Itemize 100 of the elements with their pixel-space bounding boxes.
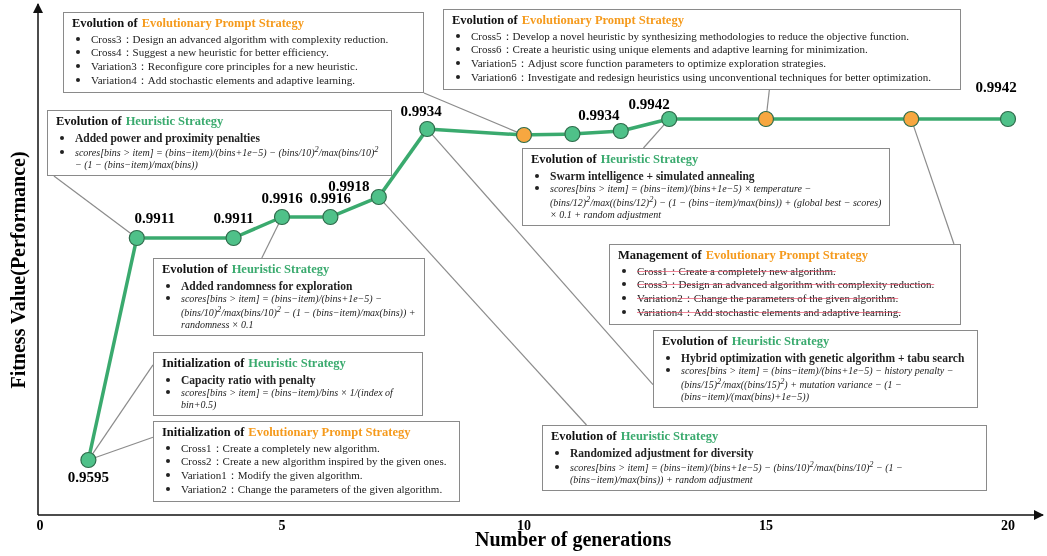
data-point	[370, 188, 387, 206]
data-point	[225, 229, 242, 247]
annotation-box	[63, 12, 424, 93]
value-label: 0.9916	[261, 190, 303, 207]
tick-label: 5	[278, 518, 286, 534]
bullet-item: Swarm intelligence + simulated annealing	[550, 168, 755, 183]
box-heading: Initialization of	[162, 356, 245, 370]
bullet-item: Cross1：Create a completely new algorithm.	[181, 441, 380, 456]
tick-label: 0	[36, 518, 44, 534]
bullet-item: Cross3：Design an advanced algorithm with complexity reduction.	[91, 32, 389, 47]
leader-line	[431, 134, 654, 386]
strategy-name: Heuristic Strategy	[248, 356, 346, 370]
annotation-box	[153, 421, 460, 502]
bullet-item: scores[bins > item] = (bins−item)/(bins+1e−5) − (bins/10)$^{2}$/max(bins/10)$^{2}$ − (1 − (bins−item)/max(bins)) + randomness × 0.1	[181, 293, 417, 332]
box-heading: Evolution of	[551, 429, 617, 443]
data-point	[903, 110, 920, 128]
line-segment	[579, 129, 614, 136]
bullet-item: Variation6：Investigate and redesign heuristics using unconventional techniques for better optimization.	[471, 70, 932, 85]
value-label: 0.9942	[628, 96, 670, 113]
annotation-box	[153, 352, 423, 416]
data-point	[273, 208, 291, 226]
data-point	[128, 229, 145, 247]
leader-line	[766, 89, 770, 113]
bullet-item: Variation1：Modify the given algorithm.	[181, 469, 363, 483]
bullet-item: Variation5：Adjust score function parameters to optimize exploration strategies.	[471, 57, 826, 71]
bullet-item: Cross2：Create a new algorithm inspired by the given ones.	[181, 455, 447, 470]
bullet-item: Cross4：Suggest a new heuristic for better efficiency.	[91, 46, 329, 61]
data-point	[515, 126, 533, 144]
line-segment	[434, 127, 517, 137]
value-label: 0.9934	[578, 107, 620, 124]
data-point	[612, 122, 629, 140]
line-segment	[773, 117, 904, 121]
value-label: 0.9911	[213, 210, 254, 227]
data-point	[999, 110, 1017, 128]
line-segment	[531, 132, 565, 137]
line-segment	[289, 215, 323, 219]
bullet-item: Randomized adjustment for diversity	[570, 445, 754, 460]
bullet-item: scores[bins > item] = (bins−item)/(bins+1e−5) − history penalty − (bins/15)$^{2}$/max((bins/15)$^{2}$) + mutation variance − (1 − (bins−item)/(max(bins)+1e−5))	[681, 365, 955, 404]
tick-label: 10	[517, 518, 531, 533]
line-segment	[676, 117, 759, 121]
value-label: 0.9934	[400, 103, 442, 120]
bullet-item: Variation2：Change the parameters of the given algorithm.	[637, 292, 899, 306]
bullet-item: Variation4：Add stochastic elements and adaptive learning.	[91, 73, 355, 88]
leader-line	[423, 92, 518, 133]
line-segment	[88, 244, 137, 454]
bullet-item: Variation4：Add stochastic elements and adaptive learning.	[637, 305, 901, 320]
annotation-box	[153, 258, 425, 337]
annotation-box	[542, 425, 987, 492]
box-heading: Evolution of	[56, 114, 122, 128]
box-heading: Evolution of	[452, 13, 518, 27]
data-point	[661, 110, 678, 128]
bullet-item: Added power and proximity penalties	[75, 130, 260, 145]
bullet-item: Capacity ratio with penalty	[181, 372, 316, 387]
tick-label: 20	[1001, 518, 1015, 534]
leader-line	[642, 124, 665, 149]
bullet-item: scores[bins > item] = (bins−item)/bins × 1/(index of bin+0.5)	[181, 387, 395, 411]
box-heading: Evolution of	[662, 334, 728, 348]
bullet-item: Cross5：Develop a novel heuristic by synthesizing methodologies to reduce the objective function.	[471, 29, 910, 44]
annotation-box	[47, 110, 392, 177]
bullet-item: Cross1：Create a completely new algorithm.	[637, 264, 836, 279]
value-label: 0.9595	[67, 469, 109, 486]
line-segment	[144, 236, 227, 240]
value-label: 0.9911	[134, 210, 175, 227]
bullet-item: Added randomness for exploration	[181, 278, 353, 293]
bullet-item: Variation3：Reconfigure core principles for a new heuristic.	[91, 60, 358, 74]
strategy-name: Heuristic Strategy	[231, 262, 330, 276]
leader-line	[261, 223, 280, 259]
annotation-box	[522, 148, 890, 227]
bullet-item: scores[bins > item] = (bins−item)/(bins+1e−5) − (bins/10)$^{2}$/max(bins/10)$^{2}$ − (1 − (bins−item)/max(bins))	[75, 145, 380, 172]
box-heading: Evolution of	[162, 262, 228, 276]
data-point	[322, 208, 339, 226]
leader-line	[383, 201, 588, 426]
line-segment	[336, 198, 373, 216]
box-heading: Evolution of	[531, 152, 597, 166]
annotation-box	[653, 330, 978, 409]
bullet-item: Hybrid optimization with genetic algorithm + tabu search	[681, 350, 965, 365]
data-point	[564, 125, 581, 143]
strategy-name: Heuristic Strategy	[731, 334, 830, 348]
bullet-item: scores[bins > item] = (bins−item)/(bins+1e−5) × temperature − (bins/12)$^{2}$/max((bins/12)$^{2}$) − (1 − (bins−item)/max(bins)) + (global best − scores) × 0.1 + random adjustment	[550, 183, 882, 222]
leader-line	[92, 364, 154, 455]
bullet-item: Cross6：Create a heuristic using unique elements and adaptive learning for minimization.	[471, 43, 868, 58]
strategy-name: Evolutionary Prompt Strategy	[248, 425, 411, 439]
strategy-name: Heuristic Strategy	[600, 152, 699, 166]
bullet-item: scores[bins > item] = (bins−item)/(bins+1e−5) − (bins/10)$^{2}$/max(bins/10)$^{2}$ − (1 − (bins−item)/max(bins)) + random adjustment	[570, 460, 904, 487]
line-segment	[918, 117, 1001, 121]
bullet-item: Cross3：Design an advanced algorithm with complexity reduction.	[637, 278, 935, 293]
data-point	[419, 120, 436, 138]
leader-line	[53, 175, 132, 235]
strategy-name: Heuristic Strategy	[620, 429, 719, 443]
data-point	[80, 451, 97, 469]
value-label: 0.9942	[975, 79, 1017, 96]
line-segment	[239, 218, 276, 237]
strategy-name: Evolutionary Prompt Strategy	[141, 16, 304, 30]
box-heading: Management of	[618, 248, 702, 262]
axis-title: Fitness Value(Performance)	[6, 151, 30, 389]
data-point	[757, 110, 775, 128]
box-heading: Evolution of	[72, 16, 138, 30]
tick-label: 15	[759, 518, 773, 534]
strategy-name: Evolutionary Prompt Strategy	[521, 13, 684, 27]
annotation-box	[443, 9, 961, 90]
